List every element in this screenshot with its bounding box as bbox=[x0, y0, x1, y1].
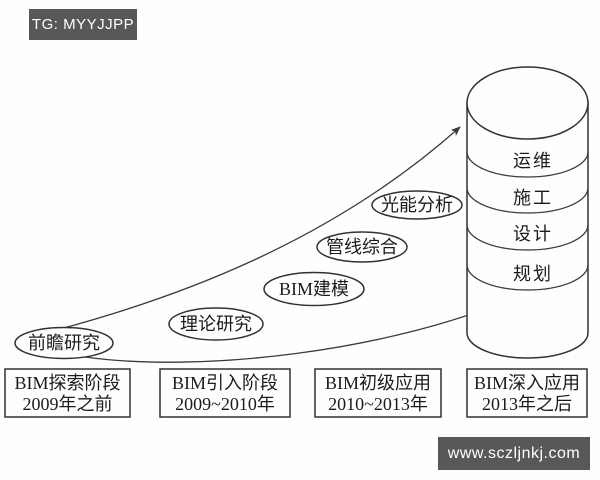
stage-period: 2009~2010年 bbox=[175, 394, 275, 414]
stage-box-rect bbox=[466, 368, 588, 418]
bubble-label: 管线综合 bbox=[326, 237, 398, 257]
stage-box-rect bbox=[314, 368, 442, 418]
watermark-badge-top: TG: MYYJJPP bbox=[29, 9, 137, 40]
bubble-bim-jianmo: BIM建模 bbox=[263, 271, 365, 307]
stage-box-tansuo: BIM探索阶段 2009年之前 bbox=[4, 368, 131, 418]
cylinder-layer-guihua: 规划 bbox=[513, 264, 553, 284]
bubble-guangneng-fenxi: 光能分析 bbox=[371, 190, 463, 220]
bubble-ellipse bbox=[316, 231, 408, 263]
growth-curve-lower-arrow bbox=[84, 294, 522, 363]
cylinder: 运维 施工 设计 规划 bbox=[466, 66, 589, 359]
stage-box-yinru: BIM引入阶段 2009~2010年 bbox=[159, 368, 291, 418]
cylinder-body bbox=[466, 102, 589, 359]
watermark-badge-bottom: www.sczljnkj.com bbox=[438, 437, 590, 470]
cylinder-layer-shigong: 施工 bbox=[513, 188, 553, 208]
cylinder-layer-sheji: 设计 bbox=[513, 224, 553, 244]
cylinder-divider-1 bbox=[466, 151, 589, 178]
bubble-label: 前瞻研究 bbox=[28, 333, 100, 353]
stage-title: BIM引入阶段 bbox=[172, 373, 278, 393]
bubble-ellipse bbox=[14, 326, 114, 360]
bubble-qianzhan-yanjiu: 前瞻研究 bbox=[14, 326, 114, 360]
cylinder-divider-2 bbox=[466, 187, 589, 214]
stage-period: 2009年之前 bbox=[23, 394, 113, 414]
stage-box-shenru: BIM深入应用 2013年之后 bbox=[466, 368, 588, 418]
bubble-ellipse bbox=[168, 307, 264, 341]
cylinder-divider-4 bbox=[466, 264, 589, 291]
growth-curve-upper-arrow bbox=[59, 126, 461, 330]
stage-period: 2010~2013年 bbox=[328, 394, 428, 414]
bubble-lilun-yanjiu: 理论研究 bbox=[168, 307, 264, 341]
stage-title: BIM深入应用 bbox=[474, 373, 580, 393]
bubble-label: 理论研究 bbox=[180, 314, 252, 334]
cylinder-layer-yunwei: 运维 bbox=[513, 151, 553, 171]
bubble-label: 光能分析 bbox=[381, 195, 453, 215]
stage-title: BIM探索阶段 bbox=[14, 373, 120, 393]
bubble-ellipse bbox=[371, 190, 463, 220]
bubble-label: BIM建模 bbox=[279, 279, 349, 299]
bubble-guanxian-zonghe: 管线综合 bbox=[316, 231, 408, 263]
stage-box-rect bbox=[159, 368, 291, 418]
stage-period: 2013年之后 bbox=[482, 394, 572, 414]
cylinder-top bbox=[466, 66, 589, 140]
watermark-top-text: TG: MYYJJPP bbox=[31, 16, 135, 33]
cylinder-divider-3 bbox=[466, 224, 589, 251]
watermark-bottom-text: www.sczljnkj.com bbox=[447, 444, 581, 462]
stage-box-rect bbox=[4, 368, 131, 418]
stage-box-chuji: BIM初级应用 2010~2013年 bbox=[314, 368, 442, 418]
bubble-ellipse bbox=[263, 271, 365, 307]
stage-title: BIM初级应用 bbox=[325, 373, 431, 393]
